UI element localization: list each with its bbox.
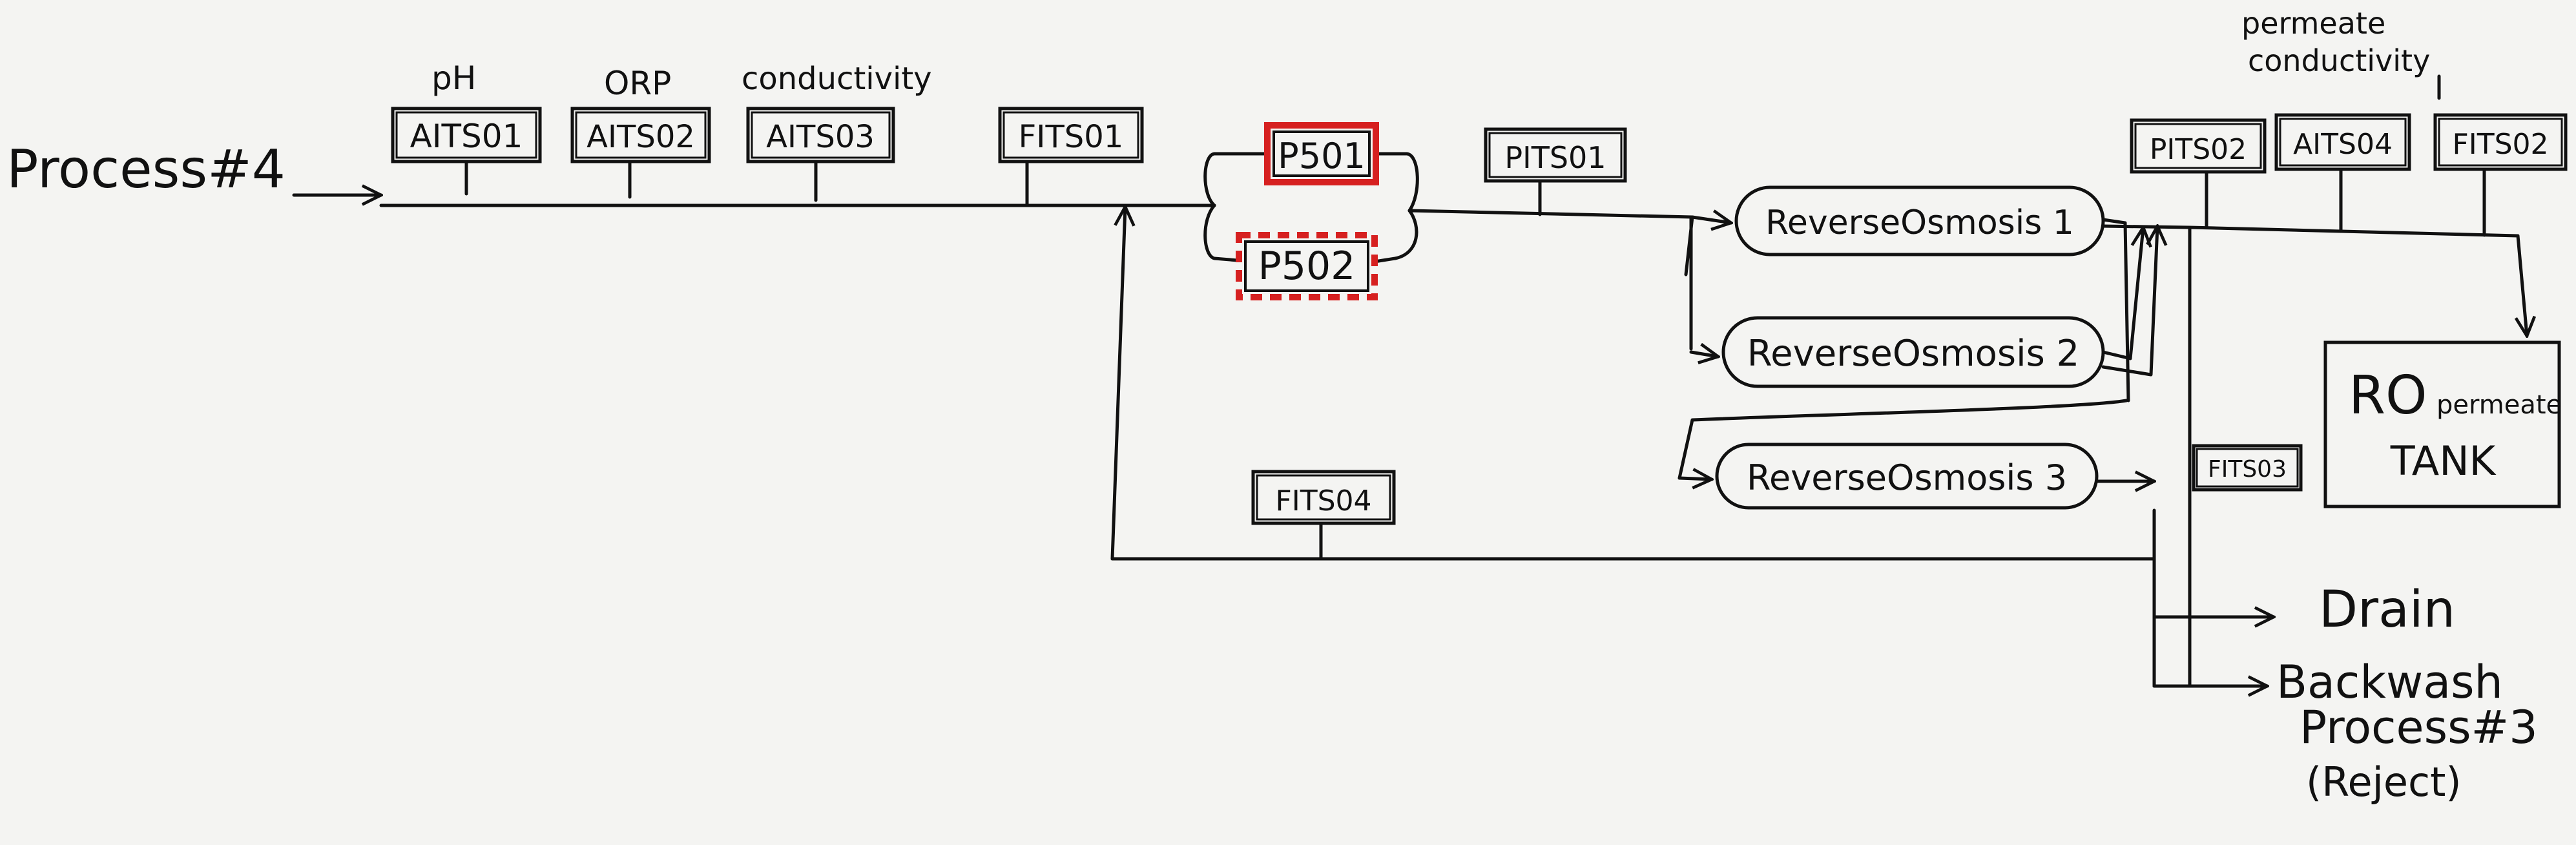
pit502-label: PITS02 [2150, 133, 2247, 166]
orp-label: ORP [604, 65, 671, 102]
p502-label: P502 [1258, 244, 1356, 289]
sensor-fit502[interactable]: FITS02 [2433, 113, 2568, 237]
ro-unit-2-label: ReverseOsmosis 2 [1747, 333, 2080, 375]
pit501-label: PITS01 [1504, 140, 1606, 175]
sensor-ait503[interactable]: AITS03 [746, 107, 895, 163]
tank-label-ro: RO [2349, 365, 2427, 426]
ro-feed-lines [1678, 217, 2128, 479]
permeate-label: permeate [2241, 6, 2385, 41]
pump-p502[interactable]: P502 [1236, 232, 1378, 300]
ro-outlet-lines [2095, 218, 2527, 686]
fit503-label: FITS03 [2208, 456, 2287, 483]
pump-p501[interactable]: P501 [1264, 122, 1379, 185]
reject-label: (Reject) [2306, 758, 2462, 806]
sensor-fit503[interactable]: FITS03 [2188, 444, 2303, 512]
sensor-ait502[interactable]: AITS02 [570, 107, 711, 163]
pump-loop [1203, 152, 1694, 264]
ait503-label: AITS03 [766, 119, 875, 155]
sensor-ait504[interactable]: AITS04 [2274, 113, 2411, 233]
ro-unit-3-label: ReverseOsmosis 3 [1747, 457, 2067, 498]
ro-unit-3[interactable]: ReverseOsmosis 3 [1715, 443, 2099, 510]
tank-label-permeate: permeate [2436, 390, 2562, 420]
sensor-pit501[interactable]: PITS01 [1484, 127, 1627, 216]
sensor-pit502[interactable]: PITS02 [2130, 118, 2267, 229]
p501-label: P501 [1278, 136, 1366, 176]
ait504-label: AITS04 [2293, 128, 2393, 161]
backwash-label[interactable]: Backwash [2276, 656, 2503, 709]
backwash-process-label: Process#3 [2300, 701, 2538, 754]
conductivity-label: conductivity [742, 61, 932, 97]
ait501-label: AITS01 [410, 118, 523, 155]
ro-unit-1[interactable]: ReverseOsmosis 1 [1734, 185, 2105, 256]
ait502-label: AITS02 [587, 119, 695, 155]
drain-label[interactable]: Drain [2319, 581, 2455, 639]
sensor-stubs [464, 160, 1029, 207]
process-input-label: Process#4 [6, 139, 286, 200]
ro-unit-1-label: ReverseOsmosis 1 [1765, 203, 2074, 242]
sensor-fit501[interactable]: FITS01 [998, 107, 1144, 163]
ph-label: pH [431, 59, 476, 97]
fit504-label: FITS04 [1275, 485, 1371, 517]
permeate-conductivity-label: conductivity [2248, 43, 2430, 78]
sensor-fit504[interactable]: FITS04 [1251, 470, 1396, 525]
recirculation-line [1110, 207, 2156, 561]
ro-unit-2[interactable]: ReverseOsmosis 2 [1721, 316, 2105, 388]
ro-permeate-tank[interactable]: RO permeate TANK [2323, 340, 2562, 508]
fit501-label: FITS01 [1019, 119, 1124, 155]
fit502-label: FITS02 [2452, 128, 2548, 161]
tank-label-tank: TANK [2390, 437, 2497, 485]
sensor-ait501[interactable]: AITS01 [391, 107, 542, 163]
